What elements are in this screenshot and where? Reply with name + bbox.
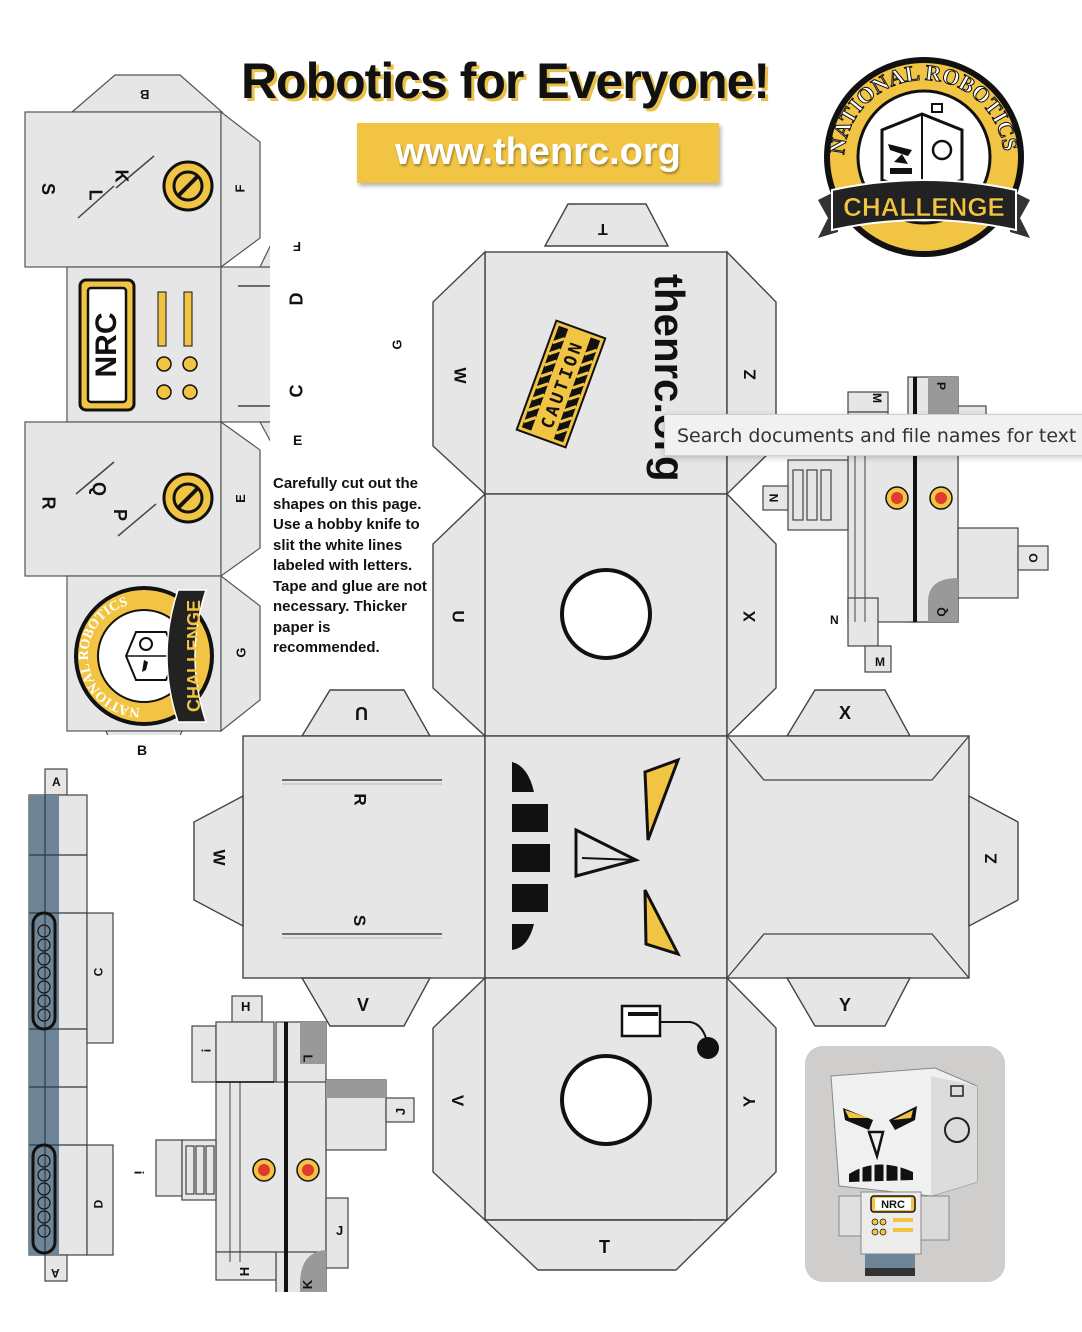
- tab-label-h-top: H: [241, 999, 251, 1014]
- logo-banner-text: CHALLENGE: [843, 192, 1005, 222]
- instructions-text: Carefully cut out the shapes on this pag…: [273, 475, 427, 656]
- tab-label-v: V: [357, 995, 370, 1015]
- tab-label-b-bottom: B: [137, 742, 148, 758]
- slit-label-k: K: [111, 169, 132, 183]
- tab-label-m: M: [870, 393, 884, 403]
- url-text: www.thenrc.org: [395, 131, 681, 173]
- ear-circle: [560, 1054, 652, 1146]
- tab-label-j: J: [393, 1107, 409, 1116]
- antenna-icon: [620, 1004, 719, 1059]
- tab-label-n-lower: N: [830, 613, 839, 627]
- tab-label-z-side: Z: [981, 853, 1001, 864]
- nrc-logo: NATIONAL ROBOTICS CHALLENGE: [818, 57, 1030, 257]
- tab-label-y-side: Y: [740, 1095, 760, 1108]
- assembled-robot-photo: NRC: [805, 1046, 1005, 1282]
- photo-badge-text: NRC: [881, 1199, 905, 1211]
- tab-label-f: F: [232, 184, 248, 193]
- url-banner: www.thenrc.org: [357, 123, 719, 183]
- nrc-body-badge: NRC: [78, 278, 198, 412]
- search-tooltip: Search documents and file names for text: [664, 414, 1082, 456]
- logo-robot-icon: [880, 103, 964, 196]
- tooltip-text: Search documents and file names for text: [677, 425, 1077, 447]
- slit-label-d-arm: D: [91, 1199, 106, 1209]
- nrc-badge-text: NRC: [90, 313, 123, 378]
- tab-label-t-bottom: T: [599, 1237, 610, 1257]
- tab-label-p: P: [934, 381, 949, 391]
- tab-label-b: B: [140, 87, 150, 102]
- mini-logo-banner-text: CHALLENGE: [184, 600, 204, 712]
- tab-label-excl: !: [198, 1048, 214, 1053]
- slit-label-s: S: [38, 182, 59, 196]
- tab-label-a-top: A: [52, 775, 61, 789]
- tab-label-u: U: [355, 703, 368, 723]
- mini-nrc-logo: CHALLENGE NATIONAL ROBOTICS: [74, 586, 214, 726]
- tab-label-u-side: U: [448, 610, 468, 623]
- tab-label-x: X: [839, 703, 852, 723]
- slot-icon: [162, 160, 214, 212]
- robot-nose: [574, 827, 641, 878]
- tab-label-h-bottom: H: [237, 1266, 253, 1277]
- slit-label-p: P: [110, 508, 131, 522]
- slit-label-q: Q: [89, 481, 110, 497]
- tab-label-w: W: [450, 367, 470, 384]
- tab-label-q: Q: [934, 607, 949, 617]
- tab-label-e: E: [293, 432, 303, 448]
- caution-sticker: CAUTION: [515, 319, 607, 449]
- slit-label-s-face: S: [350, 914, 370, 927]
- tab-label-w-side: W: [209, 849, 229, 866]
- left-arm-strip: [28, 768, 114, 1282]
- slit-label-r: R: [38, 496, 59, 510]
- left-leg-piece: [155, 995, 415, 1292]
- tab-label-j-lower: J: [336, 1223, 344, 1238]
- slot-icon: [162, 472, 214, 524]
- ear-circle: [560, 568, 652, 660]
- tab-label-n: N: [766, 493, 781, 503]
- tab-label-l: L: [300, 1054, 316, 1063]
- slit-label-c-arm: C: [91, 967, 106, 977]
- robot-mouth: [512, 762, 550, 950]
- tab-label-v-side: V: [448, 1094, 468, 1107]
- tab-label-o: O: [1026, 553, 1041, 563]
- slit-label-r-face: R: [350, 793, 370, 806]
- tab-label-y: Y: [839, 995, 852, 1015]
- tab-label-a-bottom: A: [51, 1266, 60, 1280]
- tab-label-t-top: T: [598, 220, 608, 237]
- robot-figure: NRC: [805, 1046, 1005, 1282]
- robot-eye-upper: [643, 757, 681, 841]
- tab-label-i: i: [131, 1170, 147, 1175]
- tab-label-m-lower: M: [875, 655, 885, 669]
- tab-label-k: K: [300, 1279, 316, 1290]
- page-title: Robotics for Everyone!: [240, 53, 770, 109]
- left-column-pieces: NRC CHALLENGE NATIONAL ROBOTICS: [24, 74, 270, 735]
- robot-eye-lower: [643, 889, 681, 957]
- slit-label-l: L: [85, 189, 106, 201]
